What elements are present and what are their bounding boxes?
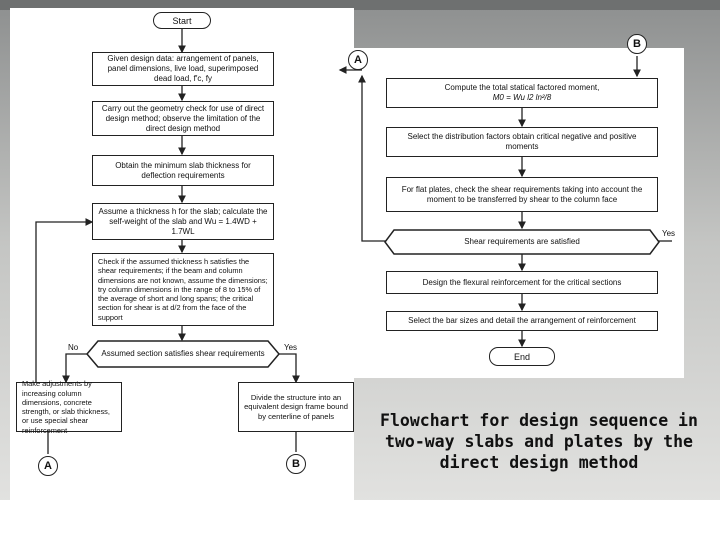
connector-b-bottom: B <box>286 454 306 474</box>
min-thickness-box: Obtain the minimum slab thickness for de… <box>92 155 274 186</box>
design-data-text: Given design data: arrangement of panels… <box>107 54 259 83</box>
distribution-box: Select the distribution factors obtain c… <box>386 127 658 157</box>
bar-sizes-box: Select the bar sizes and detail the arra… <box>386 311 658 331</box>
flowchart-caption: Flowchart for design sequence in two-way… <box>380 411 698 472</box>
start-label: Start <box>172 15 192 26</box>
geometry-check-text: Carry out the geometry check for use of … <box>101 103 265 133</box>
start-terminal: Start <box>153 12 211 29</box>
right-yes-label: Yes <box>662 229 676 238</box>
end-terminal: End <box>489 347 555 366</box>
connector-a-bottom: A <box>38 456 58 476</box>
connector-b-top: B <box>627 34 647 54</box>
connector-b-top-label: B <box>633 38 641 50</box>
no-label: No <box>68 343 79 352</box>
shear-check-text: Check if the assumed thickness h satisfi… <box>98 257 268 322</box>
connector-a-top: A <box>348 50 368 70</box>
min-thickness-text: Obtain the minimum slab thickness for de… <box>115 160 251 180</box>
bar-sizes-text: Select the bar sizes and detail the arra… <box>408 316 636 325</box>
left-connector-strip <box>10 444 354 500</box>
yes-label: Yes <box>284 343 298 352</box>
shear-ok-text: Shear requirements are satisfied <box>464 237 580 246</box>
shear-ok-hexagon <box>384 229 660 255</box>
flexural-text: Design the flexural reinforcement for th… <box>422 277 622 287</box>
total-moment-text: Compute the total statical factored mome… <box>444 83 600 92</box>
shear-check-box: Check if the assumed thickness h satisfi… <box>92 253 274 326</box>
adjustments-box: Make adjustments by increasing column di… <box>16 379 122 435</box>
connector-b-bottom-label: B <box>292 458 300 470</box>
distribution-text: Select the distribution factors obtain c… <box>407 132 637 151</box>
connector-a-top-label: A <box>354 54 362 66</box>
design-data-box: Given design data: arrangement of panels… <box>92 52 274 86</box>
total-moment-box: Compute the total statical factored mome… <box>386 78 658 108</box>
decision-text: Assumed section satisfies shear requirem… <box>101 349 265 358</box>
assume-thickness-box: Assume a thickness h for the slab; calcu… <box>92 203 274 240</box>
divide-structure-text: Divide the structure into an equivalent … <box>244 392 348 421</box>
connector-a-bottom-label: A <box>44 460 52 472</box>
end-label: End <box>513 351 530 362</box>
decision-hexagon <box>86 340 280 368</box>
geometry-check-box: Carry out the geometry check for use of … <box>92 101 274 136</box>
flat-plates-box: For flat plates, check the shear require… <box>386 177 658 212</box>
total-moment-formula: M0 = Wu l2 ln²/8 <box>492 93 552 102</box>
divide-structure-box: Divide the structure into an equivalent … <box>238 382 354 432</box>
adjustments-text: Make adjustments by increasing column di… <box>22 379 110 435</box>
assume-thickness-text: Assume a thickness h for the slab; calcu… <box>98 206 268 236</box>
flat-plates-text: For flat plates, check the shear require… <box>401 184 643 204</box>
flexural-box: Design the flexural reinforcement for th… <box>386 271 658 294</box>
